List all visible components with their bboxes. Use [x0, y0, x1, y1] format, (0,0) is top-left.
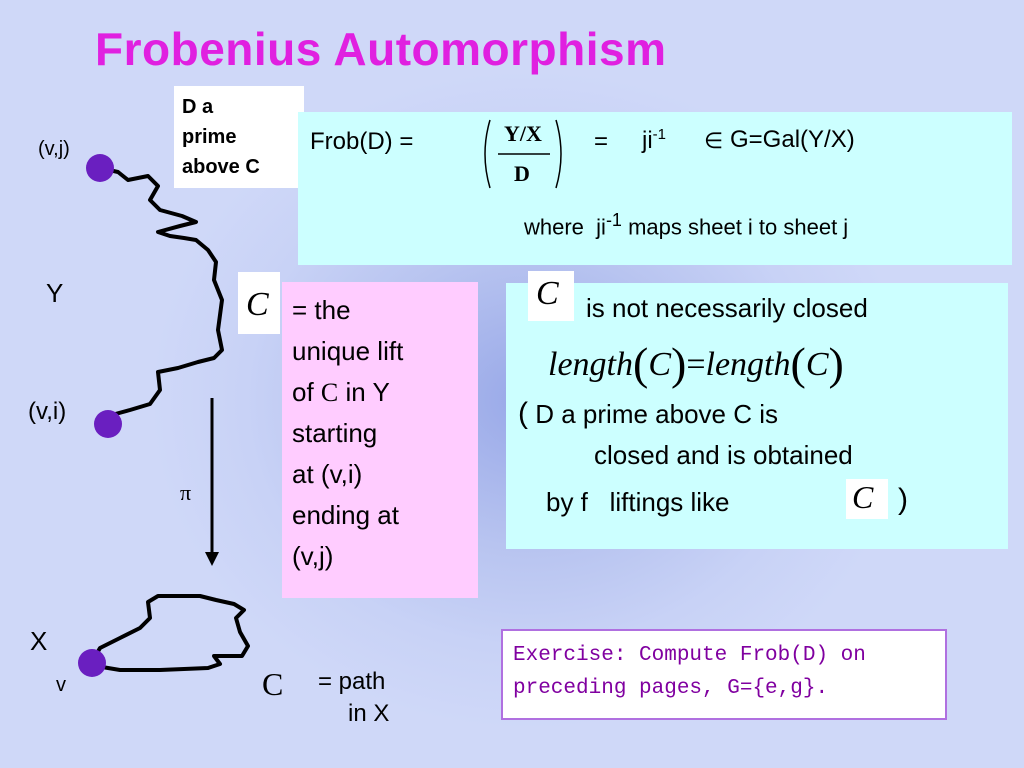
projection-arrow-head — [205, 552, 219, 566]
lift-path — [98, 166, 224, 424]
frob-ji-exp: -1 — [652, 126, 667, 143]
page-title: Frobenius Automorphism — [95, 23, 667, 75]
lift-c-label: C — [246, 286, 269, 323]
base-path — [90, 594, 250, 672]
closed-len-c1: C — [648, 346, 671, 383]
label-vi: (v,i) — [28, 398, 67, 425]
prime-box: D a prime above C — [174, 86, 304, 188]
closed-length-equation: length(C)=length(C) — [548, 338, 844, 389]
prime-box-line2: prime — [182, 126, 237, 148]
closed-line1: is not necessarily closed — [586, 293, 868, 323]
closed-len-word2: length — [705, 346, 791, 383]
lift-line4: starting — [292, 418, 378, 448]
frob-where: where ji-1 maps sheet i to sheet j — [524, 210, 848, 240]
exercise-box: Exercise: Compute Frob(D) on preceding p… — [501, 629, 947, 720]
lift-line5: at (v,i) — [292, 459, 363, 489]
frob-where-ji: ji — [596, 214, 606, 240]
frob-symbol-top: Y/X — [504, 121, 542, 146]
label-path-line1: = path — [318, 668, 386, 695]
exercise-line2: preceding pages, G={e,g}. — [513, 677, 829, 700]
frob-lhs: Frob(D) = — [310, 128, 414, 155]
exercise-line1: Exercise: Compute Frob(D) on — [513, 644, 866, 667]
closed-line4: closed and is obtained — [594, 440, 853, 470]
frob-box: Frob(D) = Y/X D = ji-1 ∈ G=Gal(Y/X) wher… — [298, 112, 1012, 265]
point-vj — [86, 154, 114, 182]
closed-paren-close: ) — [898, 483, 908, 516]
frob-ji: ji-1 — [642, 126, 666, 155]
closed-line3-text: D a prime above C is — [535, 399, 778, 429]
closed-len-eq: = — [686, 346, 706, 383]
frob-ji-base: ji — [642, 127, 653, 154]
frob-where-word: where — [524, 214, 584, 240]
label-vj: (v,j) — [38, 138, 70, 160]
label-v: v — [56, 674, 66, 696]
lift-line7: (v,j) — [292, 541, 334, 571]
frob-symbol: Y/X D — [478, 116, 568, 192]
lift-box: = the unique lift of C in Y starting at … — [282, 282, 478, 598]
closed-c-label: C — [536, 275, 559, 312]
frob-in-symbol: ∈ — [704, 128, 724, 153]
closed-line5: by f liftings like — [546, 487, 730, 517]
point-v — [78, 649, 106, 677]
lift-line3: of C in Y — [292, 372, 478, 413]
closed-len-word1: length — [548, 346, 633, 383]
label-y: Y — [46, 278, 64, 308]
closed-len-c2: C — [805, 346, 829, 383]
prime-box-line1: D a — [182, 96, 214, 118]
lift-line3-of: of — [292, 377, 314, 407]
prime-box-line3: above C — [182, 156, 260, 178]
label-pi: π — [180, 480, 192, 505]
lift-line3-iny: in Y — [345, 377, 390, 407]
frob-where-exp: -1 — [605, 210, 622, 230]
closed-paren-open: ( — [518, 397, 528, 430]
label-x: X — [30, 626, 48, 656]
lift-line6: ending at — [292, 500, 399, 530]
lift-line2: unique lift — [292, 336, 404, 366]
frob-symbol-bottom: D — [514, 161, 530, 186]
frob-gal: G=Gal(Y/X) — [730, 126, 855, 153]
frob-eq: = — [594, 128, 609, 155]
closed-line3: ( D a prime above C is — [518, 397, 778, 431]
frob-symbol-brackets — [484, 119, 562, 189]
closed-c-box: C — [528, 271, 574, 321]
closed-inline-c: C — [852, 479, 874, 515]
point-vi — [94, 410, 122, 438]
label-path-line2: in X — [348, 700, 390, 727]
closed-box: C is not necessarily closed length(C)=le… — [506, 271, 1008, 549]
frob-where-rest: maps sheet i to sheet j — [628, 214, 849, 240]
lift-line1: = the — [292, 295, 351, 325]
lift-line3-c: C — [320, 378, 339, 407]
label-c-path: C — [262, 666, 284, 702]
closed-inline-c-box: C — [846, 479, 888, 519]
lift-c-box: C — [238, 272, 280, 334]
